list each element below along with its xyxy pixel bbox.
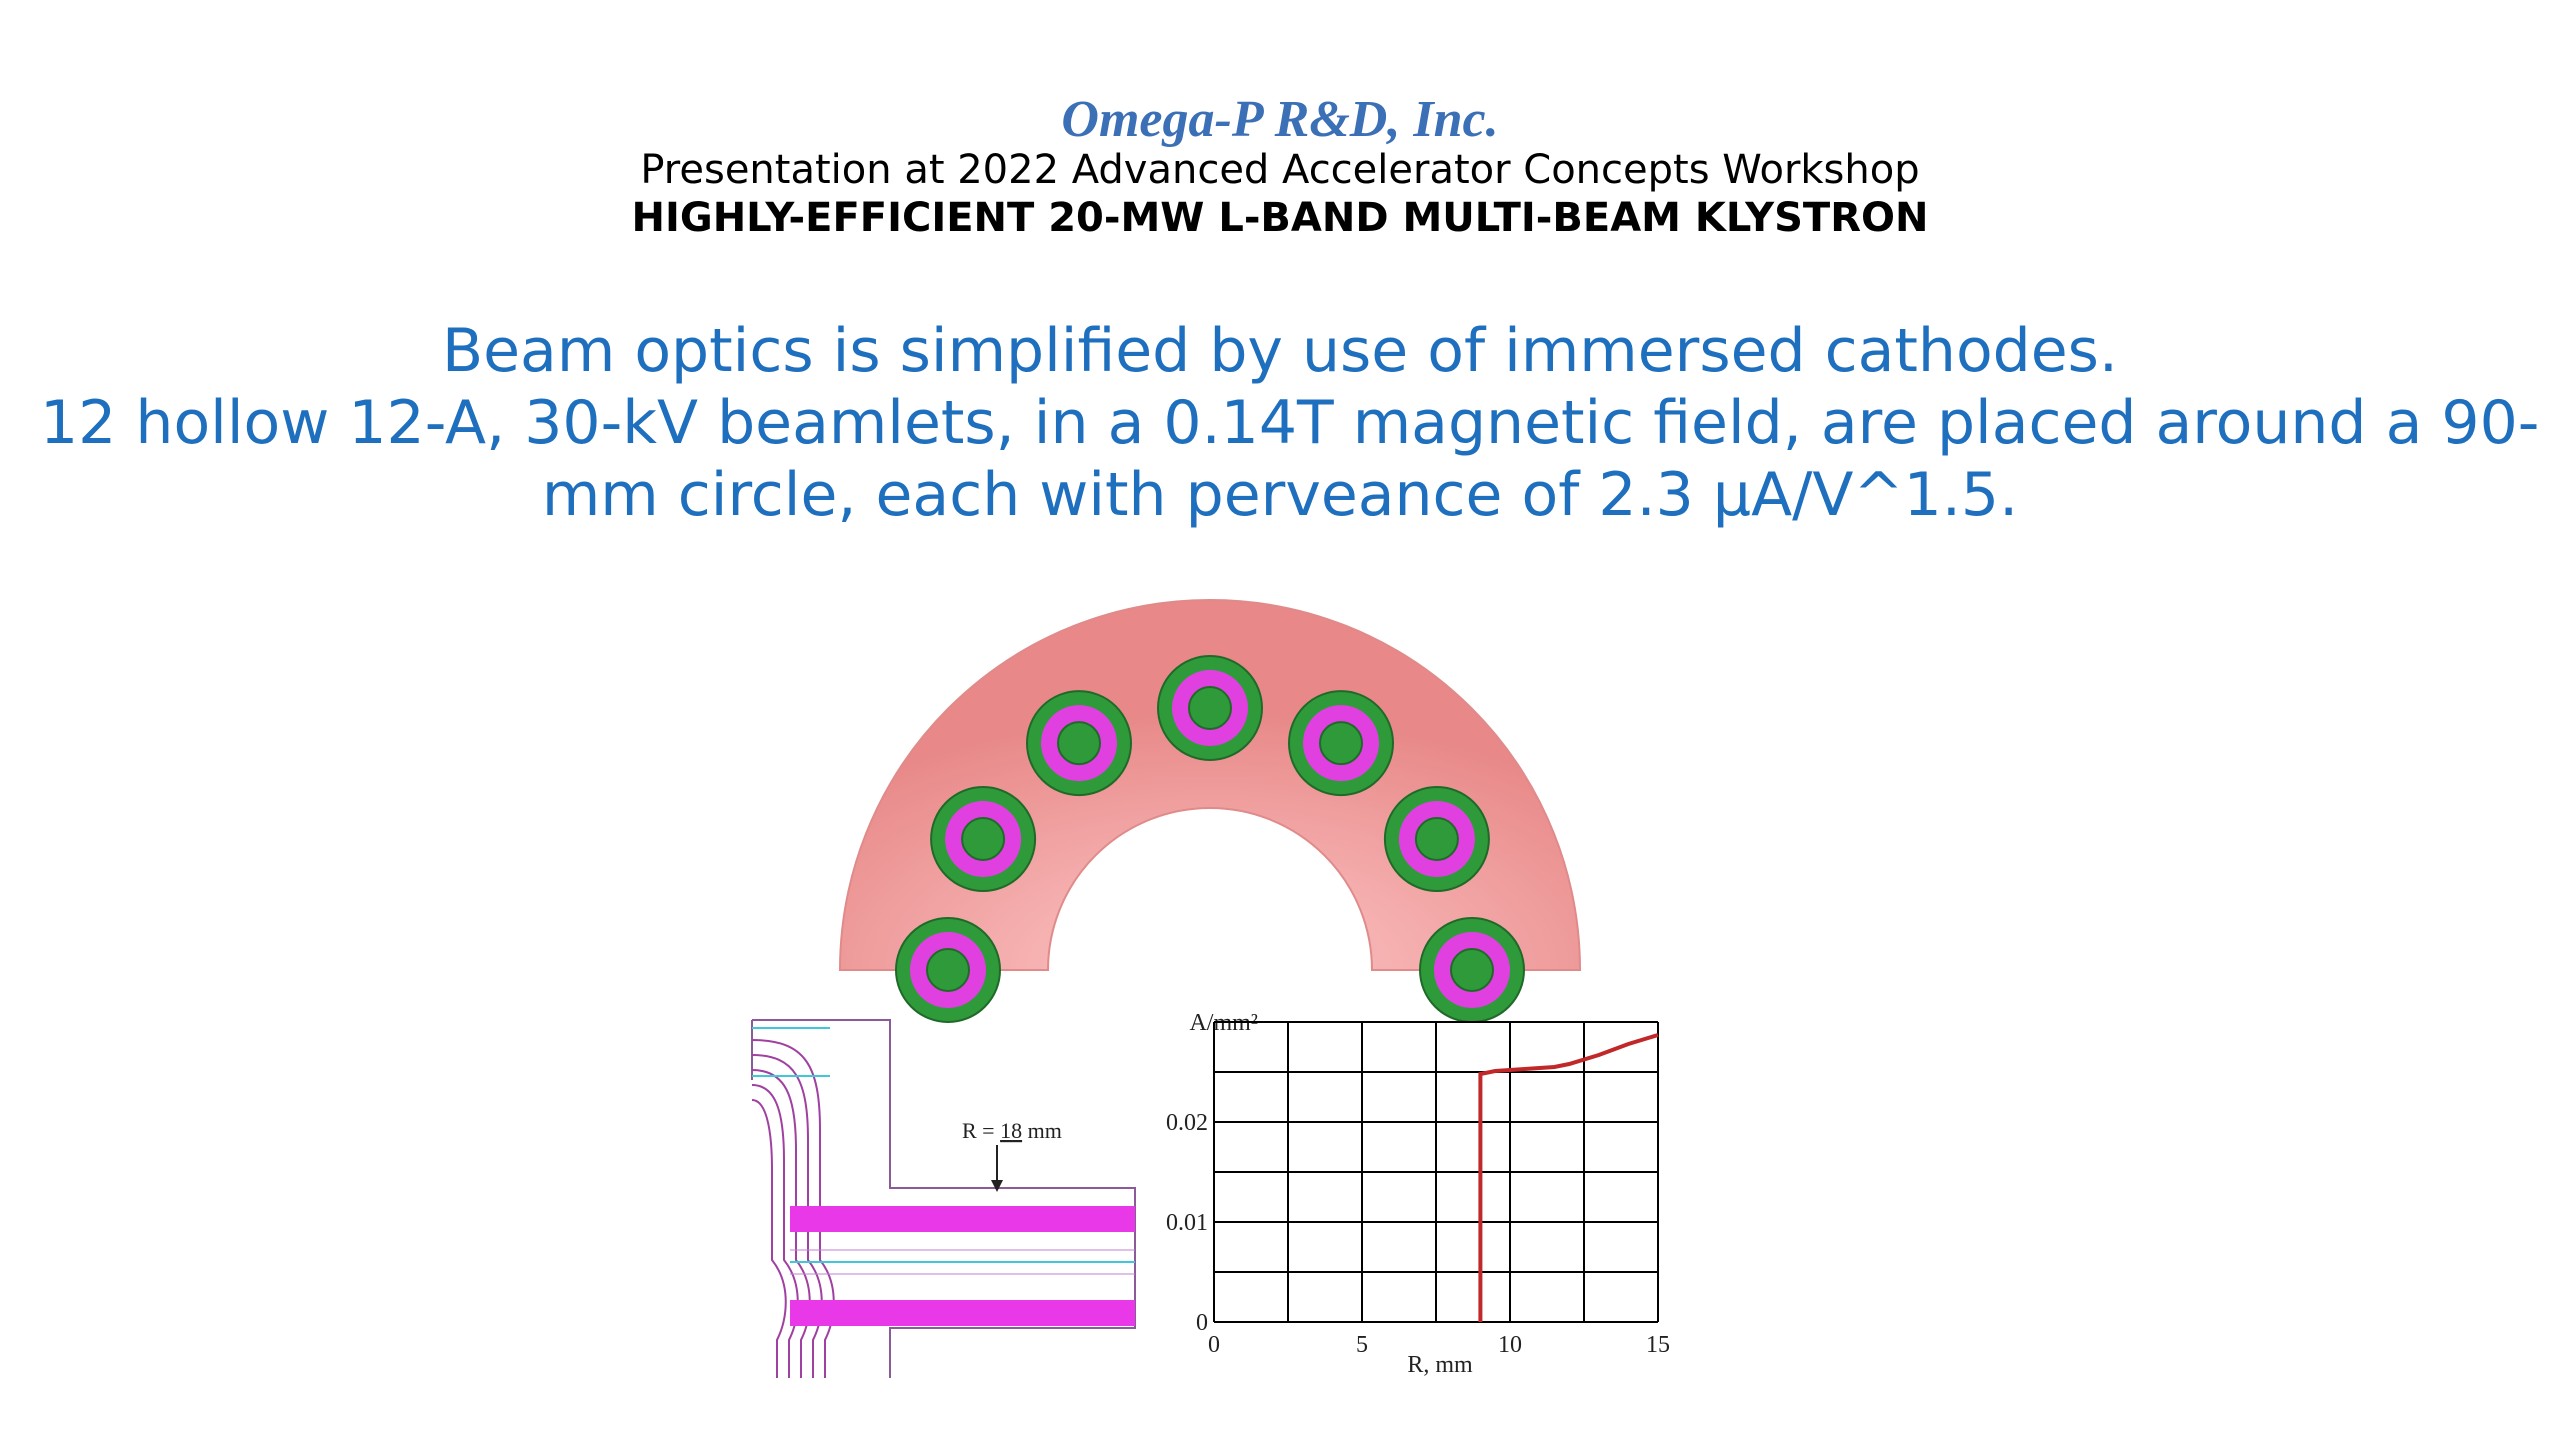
body-line-2: 12 hollow 12-A, 30-kV beamlets, in a 0.1… bbox=[40, 388, 2540, 458]
ring-body bbox=[838, 599, 1582, 971]
beamlet bbox=[930, 786, 1037, 892]
beamlet-group bbox=[895, 655, 1525, 1023]
beamlet-core bbox=[1057, 721, 1101, 766]
field-line bbox=[751, 1099, 787, 1378]
radius-label-unit: mm bbox=[1022, 1118, 1062, 1143]
body-line-1: Beam optics is simplified by use of imme… bbox=[441, 316, 2118, 386]
beam-upper bbox=[790, 1206, 1135, 1232]
company-name: Omega-P R&D, Inc. bbox=[1061, 91, 1499, 148]
x-tick-label: 15 bbox=[1646, 1332, 1670, 1358]
beamlet-core bbox=[926, 948, 970, 992]
beamlet-core bbox=[1450, 948, 1494, 992]
x-tick-label: 5 bbox=[1356, 1332, 1368, 1358]
chart-series bbox=[1478, 1033, 1659, 1322]
slide-title: HIGHLY-EFFICIENT 20-MW L-BAND MULTI-BEAM… bbox=[631, 195, 1929, 241]
beamlet bbox=[1026, 690, 1132, 797]
radius-label: R = 18 mm bbox=[962, 1118, 1062, 1143]
beamlet bbox=[1157, 655, 1263, 761]
beamlet bbox=[895, 917, 1001, 1023]
electrode-outline bbox=[752, 1019, 1136, 1378]
beam-lower bbox=[790, 1300, 1135, 1326]
y-tick-label: 0 bbox=[1196, 1310, 1208, 1336]
radius-label-value: 18 bbox=[1000, 1118, 1022, 1143]
beamlet-core bbox=[961, 817, 1006, 861]
chart-grid bbox=[1213, 1021, 1659, 1323]
body-text: Beam optics is simplified by use of imme… bbox=[40, 315, 2540, 531]
beamlet-core bbox=[1188, 686, 1232, 730]
beamlet bbox=[1419, 917, 1525, 1023]
y-tick-label: 0.02 bbox=[1166, 1110, 1208, 1136]
cathode-cross-section: R = 18 mm bbox=[751, 1019, 1136, 1378]
beamlet bbox=[1383, 786, 1490, 892]
beamlet-core bbox=[1414, 817, 1459, 861]
presentation-subtitle: Presentation at 2022 Advanced Accelerato… bbox=[640, 147, 1920, 193]
y-tick-label: 0.01 bbox=[1166, 1210, 1208, 1236]
x-axis-label: R, mm bbox=[1407, 1352, 1473, 1378]
x-tick-label: 10 bbox=[1498, 1332, 1522, 1358]
chart-ticks: 0 5 10 15 0 0.01 0.02 bbox=[1166, 1110, 1670, 1358]
radius-arrow-head bbox=[991, 1180, 1003, 1192]
radius-label-prefix: R = bbox=[962, 1118, 1000, 1143]
body-line-3: mm circle, each with perveance of 2.3 μA… bbox=[541, 460, 2019, 530]
series-line bbox=[1478, 1033, 1659, 1322]
beamlet-core bbox=[1319, 721, 1363, 766]
beamlet bbox=[1288, 690, 1394, 797]
x-tick-label: 0 bbox=[1208, 1332, 1220, 1358]
beamlet-ring-figure bbox=[838, 599, 1582, 1023]
